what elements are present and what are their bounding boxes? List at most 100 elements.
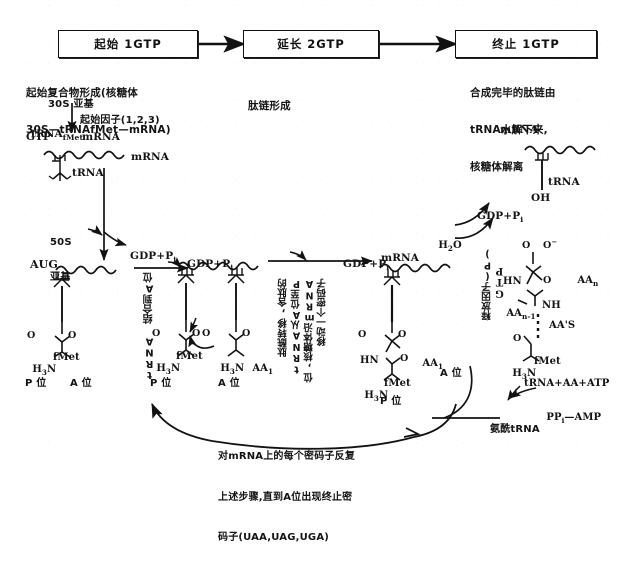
vertical-peptidyl-col1: 肽酰转移,含肽的	[278, 278, 289, 358]
aa-n-sub: n	[593, 278, 599, 288]
ester-o-left-2: O	[152, 328, 161, 339]
termination-caption: 合成完毕的肽链由 tRNA水解下来, 核糖体解离	[470, 62, 556, 198]
aa1-sub-3: 1	[438, 361, 444, 371]
stage-box-elongation[interactable]: 延长 2GTP	[243, 30, 379, 58]
aa1-text-3: AA	[422, 357, 439, 369]
ester-o-left-3: O	[202, 328, 211, 339]
site-a-label-3: A 位	[440, 368, 462, 379]
carbonyl-o-3: O	[400, 353, 409, 364]
subunit-30s-label: 30S 亚基	[48, 99, 94, 110]
h3n-label-right: H3N	[512, 367, 537, 381]
aa1-text-2: AA	[252, 362, 269, 374]
gdp-pi-text-4: GDP+P	[477, 210, 521, 223]
trna-fmet-label: tRNAfMet	[31, 128, 84, 143]
ester-o-left-1: O	[27, 330, 36, 341]
fmet-label-1: fMet	[53, 352, 80, 363]
site-a-label-1: A 位	[70, 378, 92, 389]
diagram-lineart	[43, 35, 596, 450]
gdp-pi-label-3: GDP+Pi	[328, 246, 389, 286]
site-p-label-2: P 位	[150, 378, 172, 389]
aa1-sub-2: 1	[268, 366, 274, 376]
mrna-label-complex3: mRNA	[381, 252, 419, 264]
elongation-caption: 肽链形成	[248, 75, 291, 137]
ester-o-right-1: O	[68, 330, 77, 341]
site-a-label-2: A 位	[218, 378, 240, 389]
trna-label-right: tRNA	[548, 176, 580, 188]
termination-caption-line1: 合成完毕的肽链由	[470, 86, 556, 99]
h3n-label-3: H3N	[220, 362, 245, 376]
gdp-pi-text-2: GDP+P	[187, 258, 231, 271]
subunit-50s-line1: 50S	[50, 236, 72, 248]
stage-box-initiation[interactable]: 起始 1GTP	[58, 30, 198, 58]
vertical-peptidyl-col4: 移动一个密码子	[317, 278, 328, 346]
initiation-caption-line2: 30S—tRNAfMet—mRNA)	[26, 123, 171, 136]
gtp-label: GTP	[26, 131, 51, 143]
loop-caption-line2: 上述步骤,直到A位出现终止密	[218, 491, 353, 503]
h3n-sub-1: 3	[41, 367, 47, 377]
h3n-sub-2: 3	[165, 366, 171, 376]
fmet-label-2: fMet	[176, 351, 203, 362]
loop-caption-line3: 码子(UAA,UAG,UGA)	[218, 532, 330, 543]
aa1-label-2: AA1	[238, 351, 273, 388]
h3n-label-2: H3N	[156, 362, 181, 376]
gdp-pi-text-3: GDP+P	[343, 258, 387, 271]
loop-caption-line1: 对mRNA上的每个密码子反复	[218, 451, 356, 462]
initiation-caption: 起始复合物形成(核糖体 30S—tRNAfMet—mRNA)	[26, 62, 171, 161]
aa-n-label: AAn	[563, 263, 598, 300]
mrna-label-complex1: mRNA	[131, 151, 169, 163]
water-label: H2O	[438, 239, 462, 253]
pi-sub-2: i	[230, 263, 234, 273]
initiation-factors-label: 起始因子(1,2,3)	[80, 115, 160, 126]
peptide-o-1: O	[522, 240, 531, 251]
fmet-label-right: fMet	[534, 356, 561, 367]
stage-box-termination-label: 终止 1GTP	[492, 37, 560, 51]
ester-o-right-3: O	[242, 328, 251, 339]
codon-aug-label: AUG	[30, 258, 58, 271]
loop-caption: 对mRNA上的每个密码子反复 上述步骤,直到A位出现终止密 码子(UAA,UAG…	[218, 423, 355, 572]
aa1-label-3: AA1	[408, 346, 443, 383]
hn-label-right: HN	[503, 276, 522, 287]
stage-box-initiation-label: 起始 1GTP	[94, 37, 162, 51]
h3n-sub-3: 3	[229, 366, 235, 376]
fmet-label-3: fMet	[384, 378, 411, 389]
initiation-caption-line1: 起始复合物形成(核糖体	[26, 86, 138, 99]
peptide-o-minus: O−	[543, 238, 558, 252]
aa-activation-label: tRNA+AA+ATP	[524, 378, 610, 389]
ester-o-right-4: O	[398, 329, 407, 340]
h3n-label-1: H3N	[32, 363, 57, 377]
h3n-sub-4: 3	[373, 393, 379, 403]
subunit-50s-label: 50S 亚基	[50, 213, 72, 307]
pi-sub-1: i	[173, 255, 177, 265]
peptide-o-3: O	[513, 333, 522, 344]
aa-n-1-label: AAn-1	[492, 296, 536, 333]
aas-label: AA'S	[549, 320, 576, 331]
elongation-caption-line1: 肽链形成	[248, 99, 291, 112]
h3n-sub-right: 3	[521, 371, 527, 381]
translation-diagram: 起始 1GTP 延长 2GTP 终止 1GTP 起始复合物形成(核糖体 30S—…	[0, 0, 640, 543]
mrna-label-right: mRNA	[500, 124, 538, 136]
hn-label-3: HN	[360, 355, 379, 366]
site-p-label-1: P 位	[25, 378, 47, 389]
gdp-pi-label-4: GDP+Pi	[462, 198, 523, 238]
vertical-peptidyl-col2: tRNA从A位至P	[291, 278, 302, 375]
termination-caption-line2: tRNA水解下来,	[470, 123, 548, 136]
pi-sub-4: i	[520, 215, 524, 225]
ester-o-right-2: O	[192, 328, 201, 339]
subunit-50s-line2: 亚基	[50, 271, 71, 283]
stage-box-termination[interactable]: 终止 1GTP	[455, 30, 597, 58]
pi-sub-3: i	[386, 263, 390, 273]
termination-caption-line3: 核糖体解离	[470, 161, 524, 173]
site-p-label-3: P 位	[380, 396, 402, 407]
stage-box-elongation-label: 延长 2GTP	[277, 37, 345, 51]
h3n-label-4: H3N	[364, 389, 389, 403]
aa-n-1-sub: n-1	[522, 311, 536, 321]
aminoacyl-trna-label: 氨酰tRNA	[490, 424, 540, 435]
gdp-pi-label-2: GDP+Pi	[172, 246, 233, 286]
water-sub: 2	[447, 243, 453, 253]
ester-o-left-4: O	[358, 329, 367, 340]
ppi-sub: i	[561, 415, 565, 425]
trna-label-complex1: tRNA	[72, 167, 104, 179]
vertical-peptidyl-col3: 位,核糖体沿mRNA	[304, 278, 315, 383]
nh-label-right: NH	[542, 300, 561, 311]
oh-label: OH	[531, 192, 551, 204]
